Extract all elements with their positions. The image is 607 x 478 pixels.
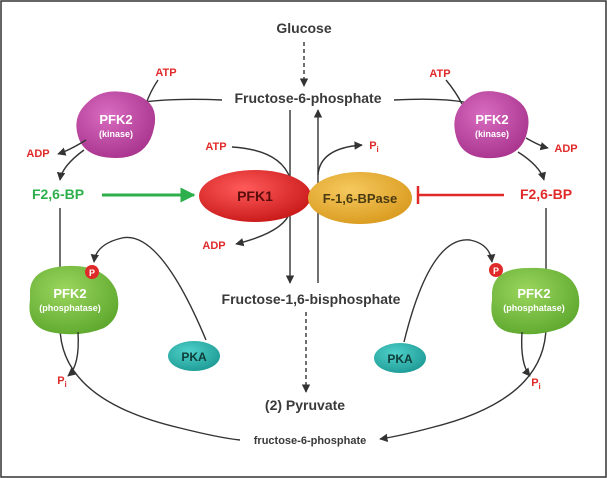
left-pka-label: PKA (181, 350, 207, 364)
left-pfk2-kinase-label: PFK2 (99, 112, 132, 127)
left-phospho-badge (85, 265, 99, 279)
left-adp-curve (57, 139, 87, 156)
right-phospho-badge-label: P (493, 266, 499, 276)
left-pfk2-kinase-enzyme (76, 91, 156, 158)
f6p-bottom-label: fructose-6-phosphate (254, 435, 366, 447)
right-f26bp-label: F2,6-BP (520, 186, 572, 202)
left-kinase-adp-label: ADP (26, 148, 49, 160)
left-pfk2-phosphatase-sub: (phosphatase) (39, 303, 101, 313)
right-kinase-adp-label: ADP (554, 143, 577, 155)
fbpase-label: F-1,6-BPase (323, 191, 397, 206)
right-adp-curve (525, 137, 549, 151)
atp-pfk1-curve (231, 146, 291, 179)
right-pi-curve (520, 331, 531, 377)
pi-fbpase-label: Pi (369, 140, 379, 154)
left-pi-curve (67, 331, 79, 377)
fbpase-enzyme (308, 172, 412, 224)
right-pfk2-phosphatase-label: PFK2 (517, 286, 550, 301)
right-atp-curve (445, 79, 463, 105)
left-kinase-atp-label: ATP (155, 67, 176, 79)
left-pka-phosphorylates-curve (90, 236, 207, 341)
right-pi-label: Pi (531, 377, 541, 391)
left-pka-enzyme (168, 341, 220, 371)
atp-pfk1-label: ATP (205, 141, 226, 153)
right-pka-enzyme (374, 343, 426, 373)
glucose-label: Glucose (276, 20, 331, 36)
right-pka-label: PKA (387, 352, 413, 366)
f16bp-label: Fructose-1,6-bisphosphate (222, 291, 401, 307)
right-pfk2-phosphatase-sub: (phosphatase) (503, 303, 565, 313)
left-f26bp-label: F2,6-BP (32, 186, 84, 202)
left-kinase-to-f26bp-arrow (56, 149, 85, 181)
left-outer-return-curve (59, 325, 241, 441)
right-pfk2-phosphatase-enzyme (491, 267, 580, 335)
pfk1-enzyme (199, 170, 311, 222)
right-phospho-badge (489, 263, 503, 277)
right-pka-phosphorylates-curve (403, 239, 496, 343)
pi-fbpase-curve (317, 141, 363, 176)
adp-pfk1-label: ADP (202, 240, 225, 252)
left-pfk2-phosphatase-enzyme (29, 265, 119, 335)
left-pi-label: Pi (57, 375, 67, 389)
left-phospho-badge-label: P (89, 268, 95, 278)
f6p-label: Fructose-6-phosphate (234, 90, 381, 106)
left-pfk2-kinase-sub: (kinase) (99, 129, 133, 139)
right-pfk2-kinase-sub: (kinase) (475, 129, 509, 139)
right-pfk2-kinase-enzyme (454, 91, 529, 159)
right-kinase-atp-label: ATP (429, 68, 450, 80)
right-pfk2-kinase-label: PFK2 (475, 112, 508, 127)
right-kinase-to-f26bp-arrow (517, 151, 546, 181)
left-pfk2-phosphatase-label: PFK2 (53, 286, 86, 301)
right-outer-return-curve (379, 325, 547, 443)
pyruvate-label: (2) Pyruvate (265, 397, 345, 413)
pfk1-label: PFK1 (237, 188, 273, 204)
